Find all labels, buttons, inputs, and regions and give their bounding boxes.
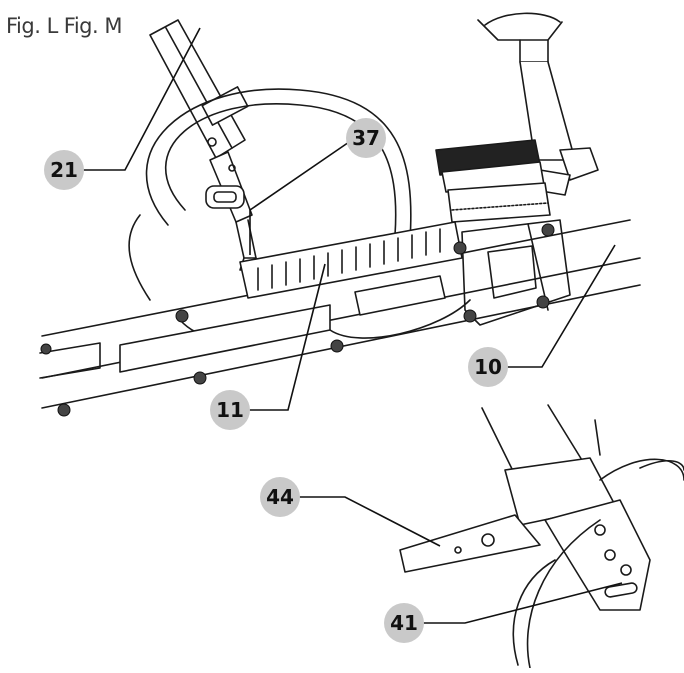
callout-11: 11 [210, 390, 250, 430]
rear-bracket-assembly [399, 404, 684, 669]
callout-41-label: 41 [390, 611, 418, 635]
frame-bolts [40, 223, 555, 417]
slotted-plate [239, 221, 463, 299]
callout-44-label: 44 [266, 485, 294, 509]
callout-21: 21 [44, 150, 84, 190]
callout-10: 10 [468, 347, 508, 387]
callout-44: 44 [260, 477, 300, 517]
handlebar-stem [149, 19, 263, 271]
leader-lines [82, 27, 623, 624]
callout-10-label: 10 [474, 355, 502, 379]
callout-37-label: 37 [352, 126, 380, 150]
figure-label-l: Fig. L [6, 14, 58, 38]
callout-21-label: 21 [50, 158, 78, 182]
callout-41: 41 [384, 603, 424, 643]
callout-11-label: 11 [216, 398, 244, 422]
callout-37: 37 [346, 118, 386, 158]
figure-label-m: Fig. M [63, 14, 123, 38]
clamp-assembly [435, 12, 599, 326]
